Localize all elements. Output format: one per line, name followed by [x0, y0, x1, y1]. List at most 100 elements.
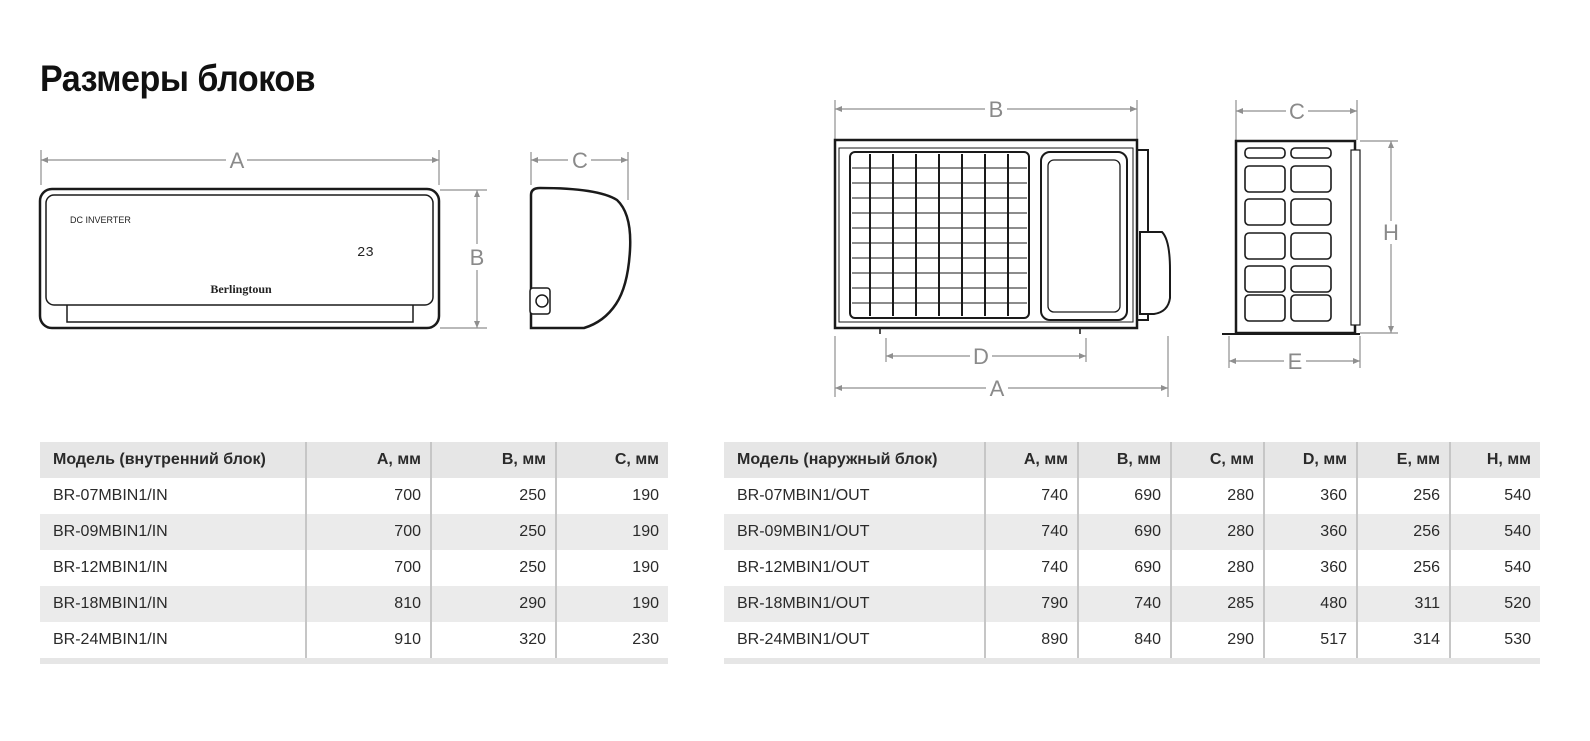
dimension-cell: 280 [1170, 514, 1264, 550]
dimension-cell: 360 [1263, 550, 1357, 586]
indoor-badge: DC INVERTER [70, 215, 131, 225]
dimension-cell: 690 [1077, 514, 1171, 550]
dimension-cell: 190 [555, 550, 668, 586]
model-cell: BR-09MBIN1/OUT [724, 514, 985, 550]
outdoor-dim-a-label: A [990, 376, 1005, 401]
outdoor-dim-d-label: D [973, 344, 989, 369]
model-cell: BR-18MBIN1/IN [40, 586, 306, 622]
dimension-cell: 190 [555, 478, 668, 514]
fan-grille [852, 154, 1027, 316]
dimension-cell: 285 [1170, 586, 1264, 622]
table-header: Модель (наружный блок) [724, 442, 985, 478]
dimension-cell: 290 [430, 586, 556, 622]
model-cell: BR-24MBIN1/OUT [724, 622, 985, 664]
dimension-cell: 520 [1449, 586, 1540, 622]
table-header-row: Модель (наружный блок) A, мм B, мм C, мм… [724, 442, 1540, 478]
table-header: Модель (внутренний блок) [40, 442, 306, 478]
dimension-cell: 540 [1449, 550, 1540, 586]
unit-drawings: A B C B D A C H E DC INVERTER 23 Berling… [38, 97, 1399, 401]
dimension-cell: 250 [430, 514, 556, 550]
dimension-cell: 280 [1170, 478, 1264, 514]
dimension-cell: 740 [984, 514, 1078, 550]
model-cell: BR-12MBIN1/IN [53, 559, 168, 576]
dimension-cell: 740 [1077, 586, 1171, 622]
dimension-cell: 360 [1263, 514, 1357, 550]
side-vents [1244, 147, 1332, 322]
table-header: C, мм [1170, 442, 1264, 478]
outdoor-specs-table: Модель (наружный блок) A, мм B, мм C, мм… [724, 442, 1540, 664]
dimension-cell: 690 [1077, 478, 1171, 514]
outdoor-unit-front [833, 138, 1171, 334]
dimension-cell: 280 [1170, 550, 1264, 586]
table-header: B, мм [1077, 442, 1171, 478]
dimension-cell: 360 [1263, 478, 1357, 514]
model-cell: BR-07MBIN1/OUT [737, 487, 870, 504]
dimension-cell: 810 [305, 586, 431, 622]
indoor-display: 23 [357, 245, 374, 261]
dimension-cell: 250 [430, 550, 556, 586]
table-header: E, мм [1356, 442, 1450, 478]
table-header: B, мм [430, 442, 556, 478]
dimension-cell: 910 [305, 622, 431, 664]
indoor-brand: Berlingtoun [210, 282, 272, 296]
dimension-cell: 256 [1356, 514, 1450, 550]
dimension-cell: 311 [1356, 586, 1450, 622]
indoor-dim-c-label: C [572, 148, 588, 173]
model-cell: BR-24MBIN1/IN [40, 622, 306, 664]
dimension-cell: 700 [305, 514, 431, 550]
outdoor-dim-e-label: E [1288, 349, 1303, 374]
dimension-cell: 320 [430, 622, 556, 664]
model-cell: BR-18MBIN1/OUT [724, 586, 985, 622]
dimension-cell: 480 [1263, 586, 1357, 622]
dimension-cell: 740 [984, 478, 1078, 514]
dimension-cell: 190 [555, 514, 668, 550]
dimension-cell: 256 [1356, 478, 1450, 514]
dimension-cell: 840 [1077, 622, 1171, 664]
dimension-cell: 540 [1449, 478, 1540, 514]
dimension-cell: 700 [305, 550, 431, 586]
dimension-cell: 230 [555, 622, 668, 664]
indoor-unit-front: DC INVERTER 23 Berlingtoun [38, 187, 441, 330]
model-cell: BR-07MBIN1/IN [53, 487, 168, 504]
model-cell: BR-12MBIN1/OUT [737, 559, 870, 576]
dimension-cell: 256 [1356, 550, 1450, 586]
indoor-unit-side [529, 186, 632, 330]
dimension-cell: 517 [1263, 622, 1357, 664]
table-header: A, мм [984, 442, 1078, 478]
dimension-cell: 790 [984, 586, 1078, 622]
indoor-dim-a-label: A [230, 148, 245, 173]
table-header-row: Модель (внутренний блок) A, мм B, мм C, … [40, 442, 668, 478]
dimension-cell: 250 [430, 478, 556, 514]
table-header: D, мм [1263, 442, 1357, 478]
dimension-cell: 740 [984, 550, 1078, 586]
dimension-cell: 540 [1449, 514, 1540, 550]
dimension-cell: 290 [1170, 622, 1264, 664]
page-title: Размеры блоков [40, 58, 316, 99]
outdoor-unit-side [1222, 139, 1361, 335]
indoor-specs-table: Модель (внутренний блок) A, мм B, мм C, … [40, 442, 668, 664]
outdoor-dim-h-label: H [1383, 220, 1399, 245]
dimension-cell: 190 [555, 586, 668, 622]
outdoor-dim-b-label: B [989, 97, 1004, 122]
table-header: H, мм [1449, 442, 1540, 478]
outdoor-dim-c-label: C [1289, 99, 1305, 124]
dimension-cell: 530 [1449, 622, 1540, 664]
model-cell: BR-09MBIN1/IN [40, 514, 306, 550]
table-header: C, мм [555, 442, 668, 478]
indoor-dim-b-label: B [470, 245, 485, 270]
table-header: A, мм [305, 442, 431, 478]
dimension-cell: 890 [984, 622, 1078, 664]
dimension-cell: 700 [305, 478, 431, 514]
dimension-cell: 314 [1356, 622, 1450, 664]
dimension-cell: 690 [1077, 550, 1171, 586]
